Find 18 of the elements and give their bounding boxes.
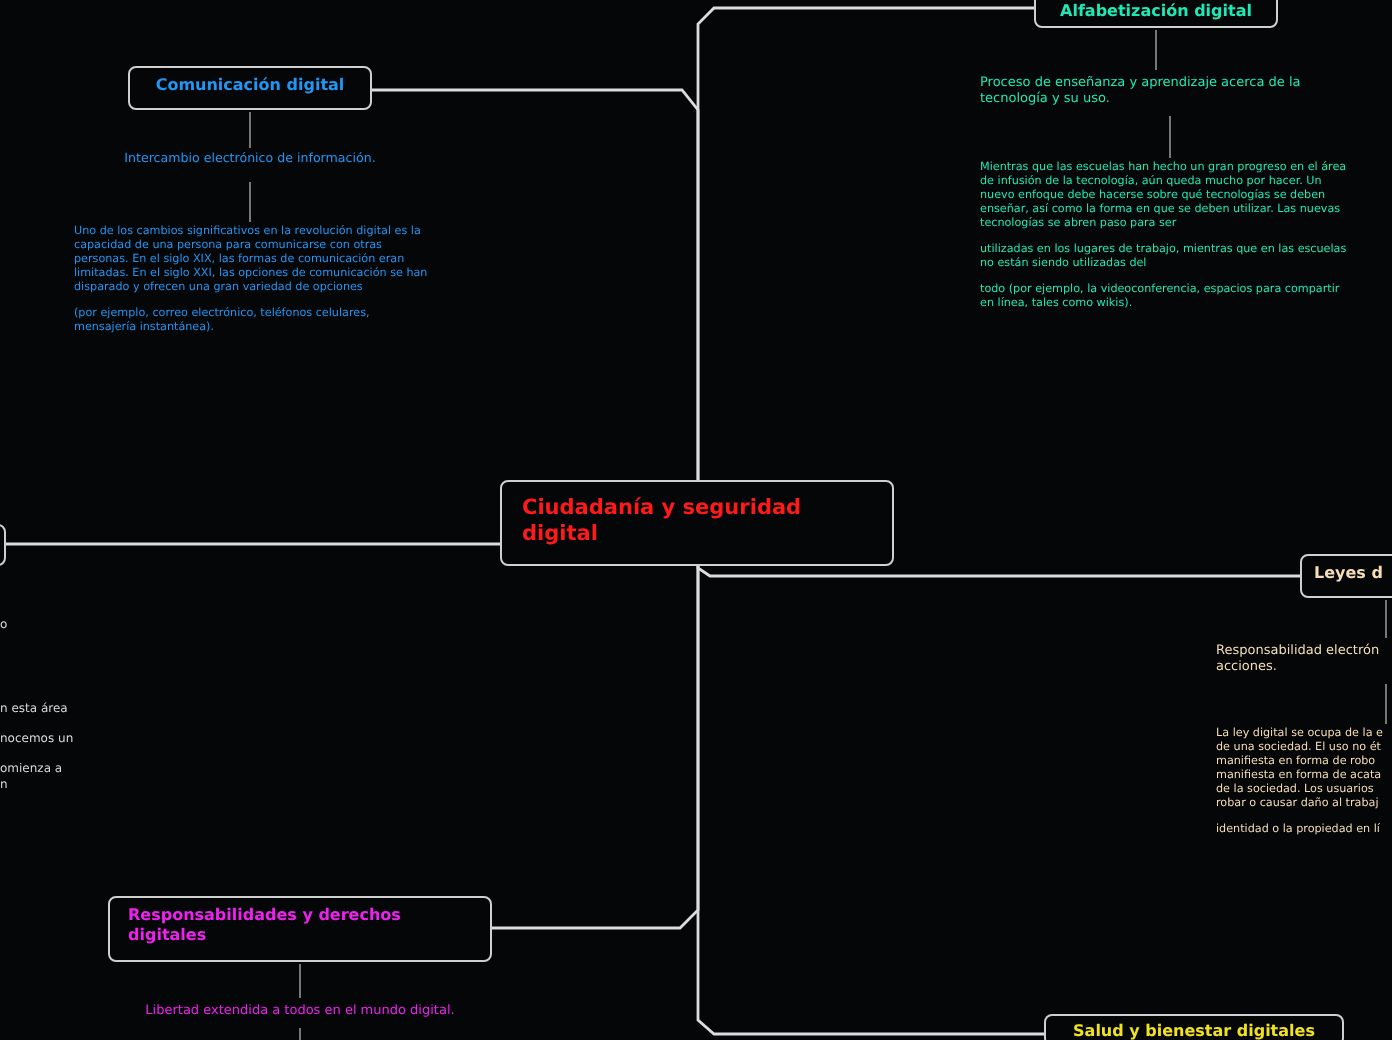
connector-line [1385, 683, 1387, 725]
connector-line [299, 963, 301, 999]
connector-line [696, 566, 1044, 1036]
topic-box: Alfabetización digital [1034, 0, 1278, 28]
topic-box: Ciudadanía y seguridad digital [500, 480, 894, 566]
connector-line [249, 181, 251, 223]
connector-line [6, 542, 500, 546]
topic-box: Comunicación digital [128, 66, 372, 110]
connector-line [1169, 115, 1171, 159]
topic-box: Leyes d [1300, 554, 1392, 598]
topic-box: Responsabilidades y derechos digitales [108, 896, 492, 962]
connector-line [1155, 29, 1157, 71]
connector-line [249, 111, 251, 149]
connector-line [696, 6, 1034, 480]
connector-line [299, 1027, 301, 1040]
topic-box: Salud y bienestar digitales [1044, 1014, 1344, 1040]
connector-line [1385, 599, 1387, 639]
connector-line [696, 565, 1300, 578]
